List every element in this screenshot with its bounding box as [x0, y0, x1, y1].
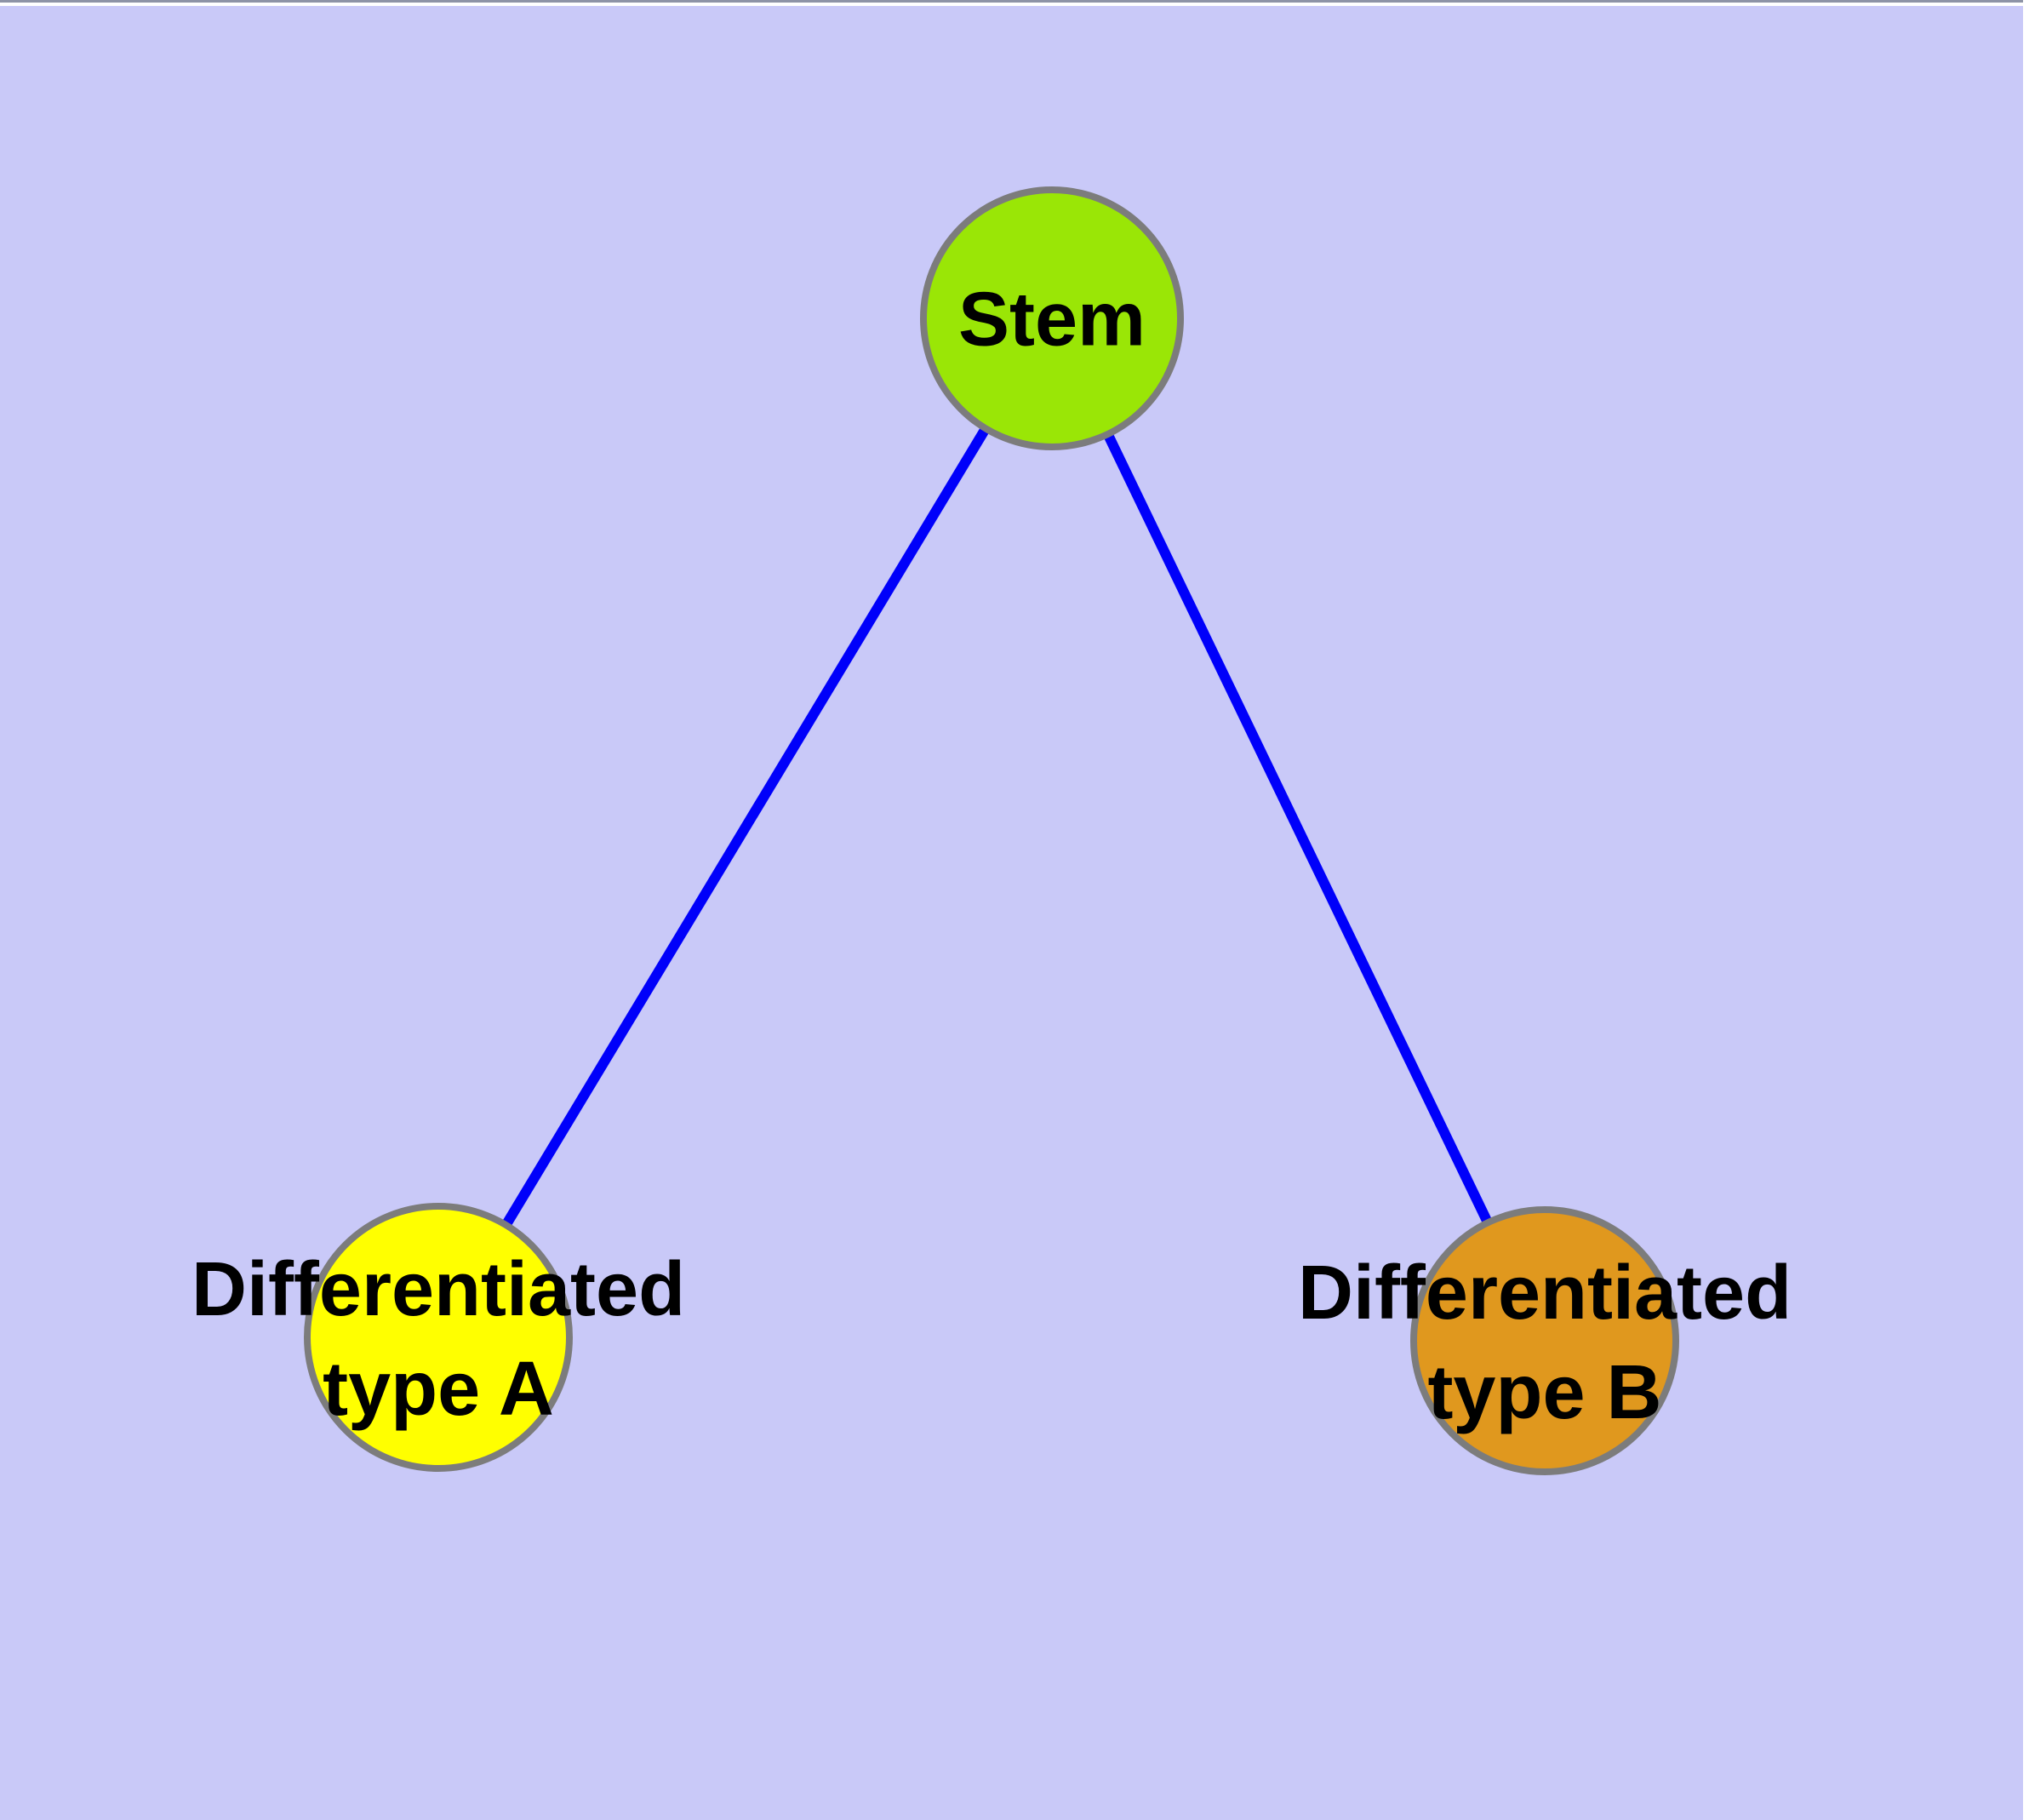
edge-stem-to-type-b: [1047, 316, 1550, 1343]
window-top-margin: [0, 0, 2029, 6]
type-a-node-label: Differentiated type A: [191, 1240, 685, 1439]
type-a-label-line-2: type A: [323, 1347, 554, 1432]
node-stem: [920, 186, 1184, 450]
window-right-margin: [2023, 0, 2029, 1820]
node-differentiated-type-a: [304, 1203, 573, 1472]
node-differentiated-type-b: [1410, 1206, 1679, 1475]
window-top-edge-line: [0, 0, 2029, 3]
type-b-label-line-2: type B: [1427, 1350, 1662, 1435]
type-b-label-line-1: Differentiated: [1297, 1251, 1792, 1336]
type-a-label-line-1: Differentiated: [191, 1247, 686, 1332]
stem-node-label: Stem: [957, 277, 1146, 363]
type-b-node-label: Differentiated type B: [1298, 1244, 1792, 1443]
edge-stem-to-type-a: [433, 315, 1057, 1341]
